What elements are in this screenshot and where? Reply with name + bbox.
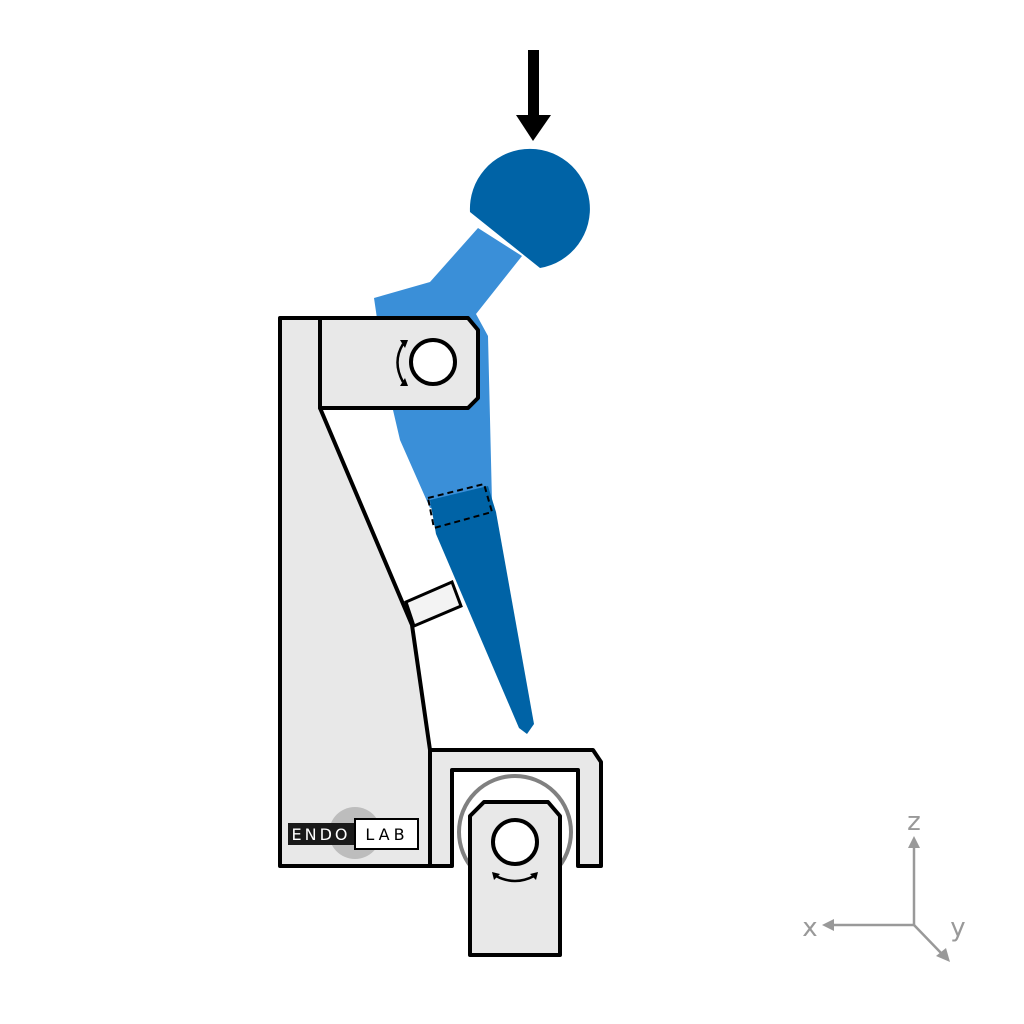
rotation-arrow-icon bbox=[396, 340, 408, 386]
bottom-pivot-pin bbox=[491, 818, 539, 866]
coordinate-axes bbox=[822, 836, 950, 962]
axis-label-y: y bbox=[950, 913, 965, 943]
rotation-arrow-icon bbox=[492, 872, 538, 883]
axis-label-z: z bbox=[907, 807, 921, 837]
endolab-logo: ENDO LAB bbox=[288, 807, 419, 859]
axis-label-x: x bbox=[802, 913, 817, 943]
load-arrow-icon bbox=[516, 50, 551, 141]
logo-text-left: ENDO bbox=[292, 825, 351, 844]
support-pad bbox=[404, 579, 463, 629]
femoral-head bbox=[469, 148, 590, 268]
logo-text-right: LAB bbox=[365, 825, 408, 844]
stem-distal bbox=[430, 486, 534, 734]
top-pivot-pin bbox=[409, 338, 457, 386]
bottom-bracket bbox=[428, 748, 603, 868]
